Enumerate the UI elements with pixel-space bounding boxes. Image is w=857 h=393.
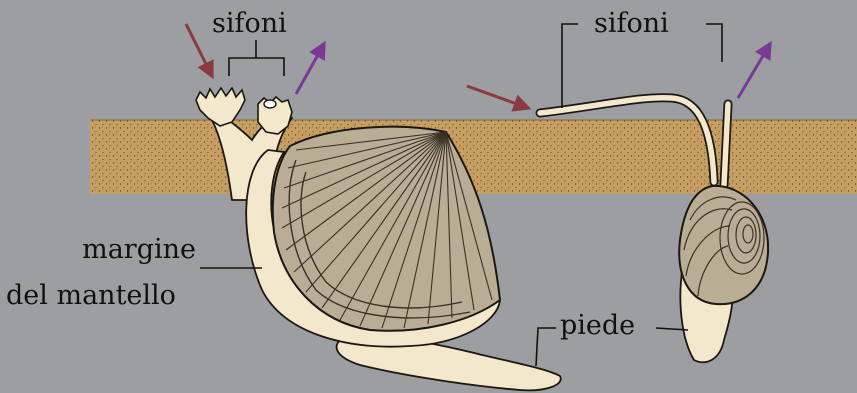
foot-leader-left — [536, 328, 556, 366]
inflow-arrow-right — [467, 86, 528, 108]
right-siphons-bracket — [562, 24, 578, 108]
label-siphons-left: sifoni — [212, 10, 287, 37]
outflow-arrow-right — [738, 44, 770, 98]
label-mantle-margin-line2: del mantello — [6, 282, 176, 309]
left-siphons-bracket — [229, 58, 284, 76]
outflow-arrow-left — [296, 44, 324, 94]
label-mantle-margin-line1: margine — [30, 236, 196, 263]
sediment-layer — [90, 120, 857, 194]
label-siphons-right: sifoni — [594, 10, 669, 37]
left-siphon-opening — [264, 100, 276, 108]
inflow-arrow-left — [186, 24, 212, 76]
label-foot: piede — [560, 312, 635, 339]
